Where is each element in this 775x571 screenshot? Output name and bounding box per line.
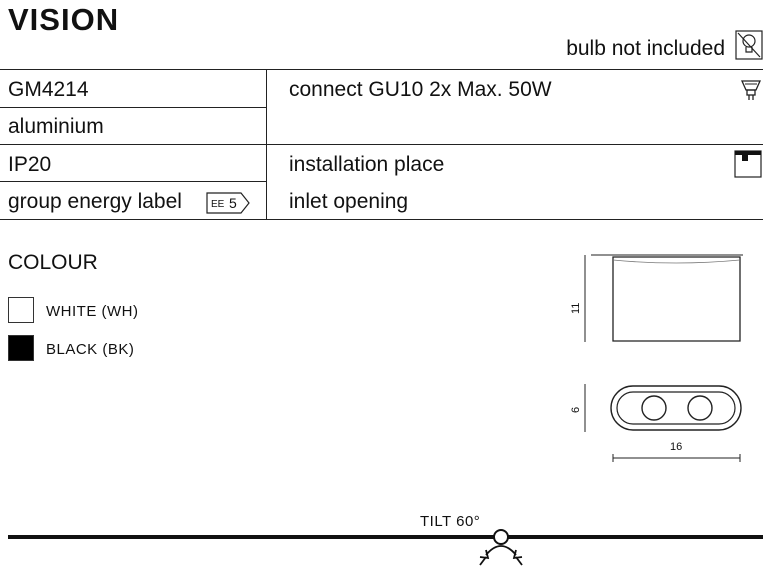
- tilt-label: TILT 60°: [420, 513, 481, 530]
- table-top-line: [0, 69, 763, 70]
- colour-label-white: WHITE (WH): [46, 303, 139, 320]
- inlet-opening: inlet opening: [289, 190, 409, 213]
- table-line: [0, 107, 266, 108]
- connect-spec: connect GU10 2x Max. 50W: [289, 78, 552, 101]
- tilt-arrows-icon: [8, 529, 763, 566]
- product-code: GM4214: [8, 78, 89, 101]
- ip-rating: IP20: [8, 153, 52, 176]
- dim-depth-label: 6: [570, 407, 582, 413]
- table-bottom-line: [0, 219, 763, 220]
- colour-heading: COLOUR: [8, 251, 98, 274]
- dim-height-label: 11: [570, 303, 582, 314]
- colour-swatch-white: [8, 297, 34, 323]
- energy-badge-value: 5: [229, 195, 237, 211]
- installation-place: installation place: [289, 153, 445, 176]
- installation-place-icon: [734, 150, 762, 178]
- energy-label-text: group energy label: [8, 190, 182, 213]
- ceiling-line: [8, 535, 763, 539]
- no-bulb-icon: [735, 30, 763, 60]
- energy-badge: EE 5: [206, 192, 250, 214]
- bulb-note: bulb not included: [566, 37, 725, 60]
- material: aluminium: [8, 115, 104, 138]
- top-view-drawing: 6 16: [570, 384, 742, 462]
- side-view-drawing: 11: [570, 254, 743, 342]
- colour-label-black: BLACK (BK): [46, 341, 135, 358]
- energy-badge-prefix: EE: [211, 199, 225, 210]
- table-line: [0, 181, 266, 182]
- colour-swatch-black: [8, 335, 34, 361]
- table-line: [0, 144, 763, 145]
- gu10-bulb-icon: [740, 80, 762, 100]
- table-divider: [266, 69, 267, 219]
- dim-width-label: 16: [670, 441, 682, 453]
- product-title: VISION: [8, 2, 120, 37]
